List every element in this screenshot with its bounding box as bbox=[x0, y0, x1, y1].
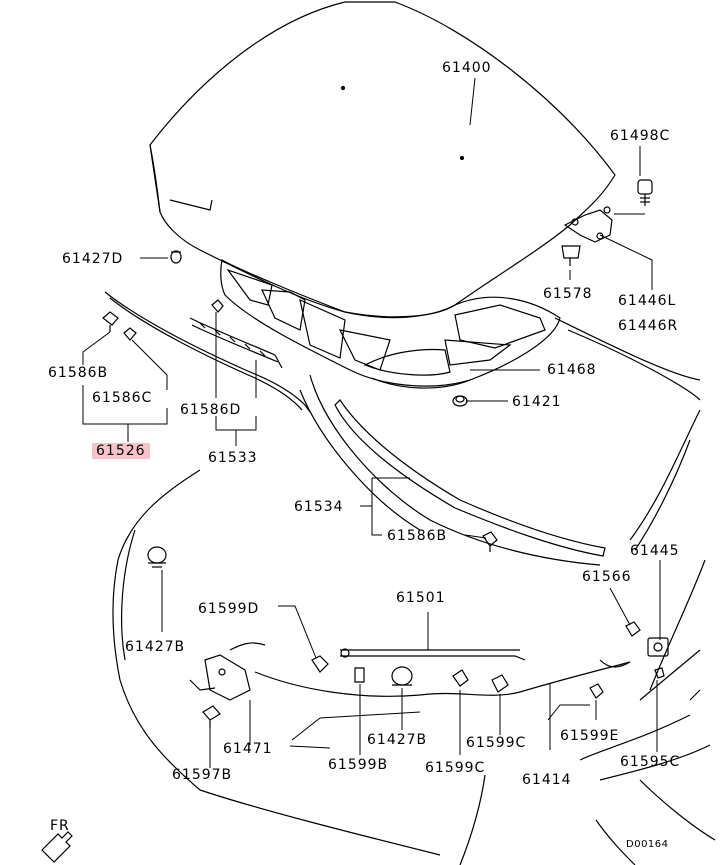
leader-lines bbox=[83, 78, 660, 768]
label-61400: 61400 bbox=[442, 60, 492, 76]
label-61414: 61414 bbox=[522, 772, 572, 788]
latch-61471 bbox=[190, 643, 265, 700]
label-61501: 61501 bbox=[396, 590, 446, 606]
label-61586d: 61586D bbox=[180, 402, 242, 418]
label-61533: 61533 bbox=[208, 450, 258, 466]
rod-61501 bbox=[340, 649, 525, 660]
label-61427b-mid: 61427B bbox=[367, 732, 428, 748]
label-61468: 61468 bbox=[547, 362, 597, 378]
label-61599b: 61599B bbox=[328, 757, 389, 773]
clip-61586b-mid bbox=[483, 532, 497, 552]
lock-61445 bbox=[648, 638, 668, 656]
label-61599c-a: 61599C bbox=[466, 735, 527, 751]
label-61599e: 61599E bbox=[560, 728, 620, 744]
label-61566: 61566 bbox=[582, 569, 632, 585]
cushion-61421 bbox=[453, 396, 467, 406]
label-61421: 61421 bbox=[512, 394, 562, 410]
label-61599d: 61599D bbox=[198, 601, 260, 617]
clip-61586b-left bbox=[103, 312, 118, 332]
cable-61414 bbox=[255, 660, 630, 696]
bolt-61597b bbox=[203, 706, 220, 728]
label-61595c: 61595C bbox=[620, 754, 681, 770]
seal-61534 bbox=[335, 400, 605, 556]
clip-61427d bbox=[171, 251, 181, 263]
clip-61599c-b bbox=[492, 675, 508, 692]
label-61446l: 61446L bbox=[618, 293, 677, 309]
label-61586b-mid: 61586B bbox=[387, 528, 448, 544]
label-61586c: 61586C bbox=[92, 390, 153, 406]
label-61498c: 61498C bbox=[610, 128, 671, 144]
label-61578: 61578 bbox=[543, 286, 593, 302]
clip-61599d bbox=[312, 656, 328, 672]
diagram-id: D00164 bbox=[626, 839, 669, 850]
label-61586b-left: 61586B bbox=[48, 365, 109, 381]
hood-panel bbox=[150, 2, 615, 318]
bumper-61578 bbox=[562, 246, 580, 266]
label-61446r: 61446R bbox=[618, 318, 679, 334]
clip-61599c-a bbox=[453, 670, 468, 686]
clip-61595c bbox=[655, 668, 664, 678]
bolt-61498c bbox=[638, 180, 652, 206]
hood-inner-frame bbox=[221, 260, 560, 388]
seal-61533 bbox=[190, 318, 282, 368]
cushion-61427b-mid bbox=[392, 667, 412, 685]
label-61445: 61445 bbox=[630, 543, 680, 559]
label-61427d: 61427D bbox=[62, 251, 124, 267]
front-arrow-icon bbox=[42, 832, 72, 862]
hinge-61446 bbox=[565, 207, 612, 242]
label-61427b-left: 61427B bbox=[125, 639, 186, 655]
label-61597b: 61597B bbox=[172, 767, 233, 783]
label-61599c-b: 61599C bbox=[425, 760, 486, 776]
clip-61599b bbox=[355, 668, 364, 682]
body-outline bbox=[113, 318, 715, 865]
clip-61599e bbox=[590, 684, 603, 698]
label-61526: 61526 bbox=[92, 443, 150, 459]
bolt-61566 bbox=[626, 622, 640, 636]
label-fr: FR bbox=[50, 818, 70, 834]
clip-61586d bbox=[212, 300, 223, 312]
label-61471: 61471 bbox=[223, 741, 273, 757]
clip-61586c bbox=[124, 328, 136, 340]
cushion-61427b-left bbox=[148, 547, 166, 567]
label-61534: 61534 bbox=[294, 499, 344, 515]
hood-seal-left bbox=[105, 292, 310, 412]
